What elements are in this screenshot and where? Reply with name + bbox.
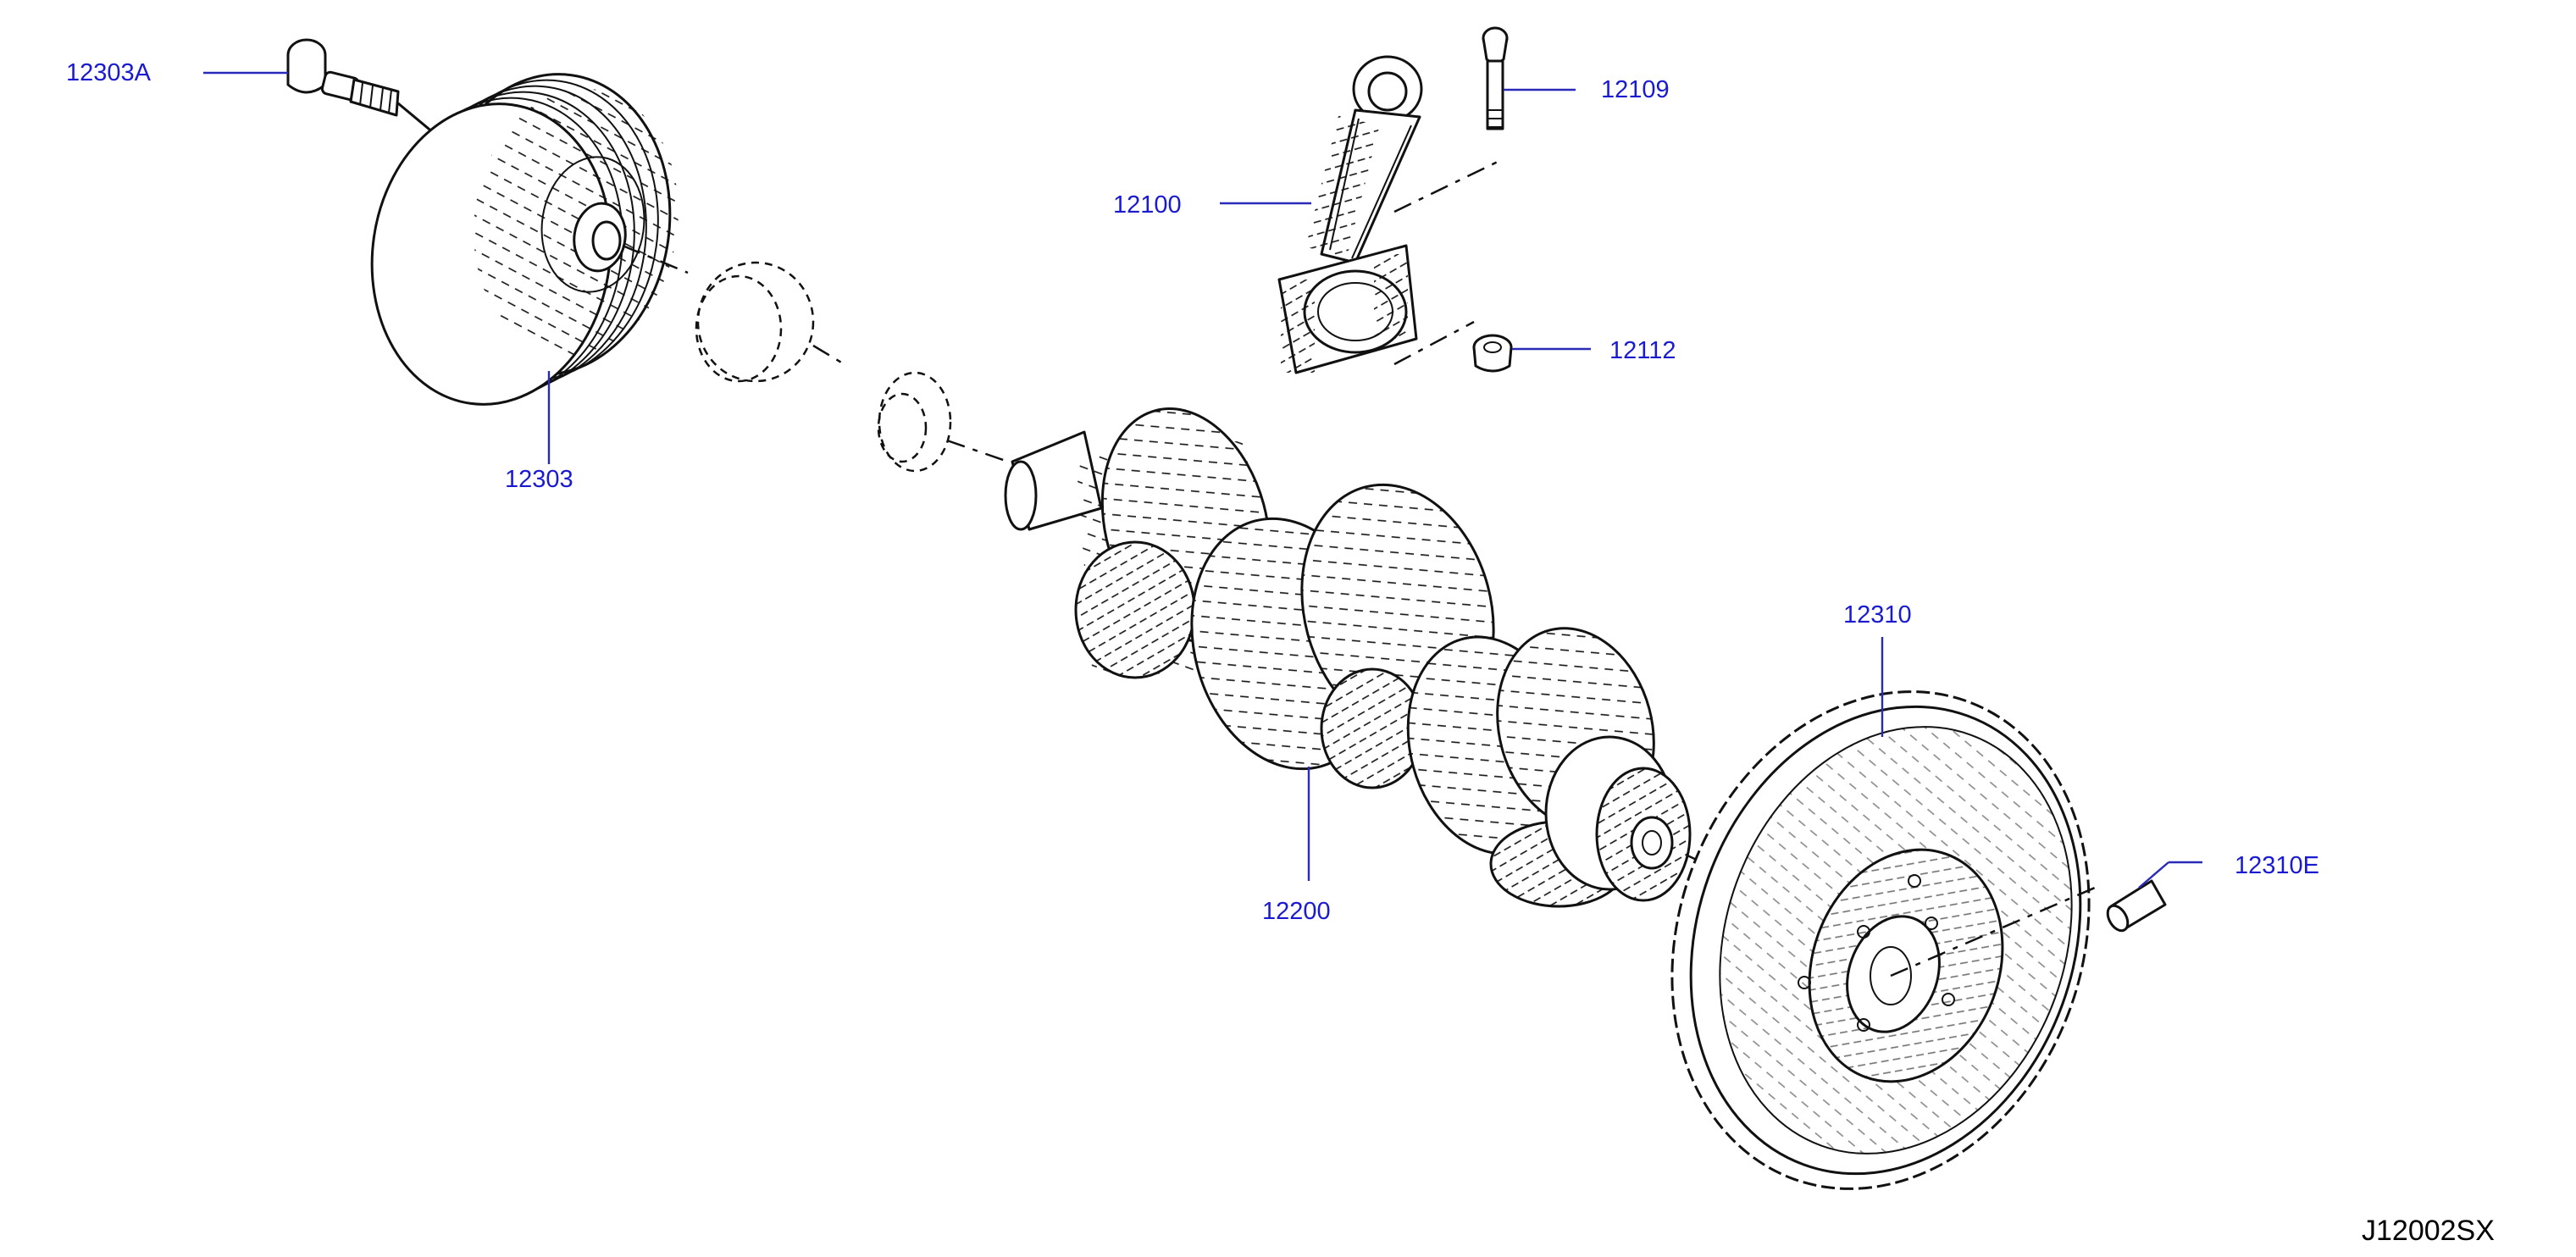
crankshaft-drawing [1004, 407, 1710, 908]
callout-leaders [203, 71, 2202, 889]
callout-12100: 12100 [1113, 191, 1182, 219]
flywheel-drawing [1670, 690, 2102, 1190]
conrod-bolt-drawing [1482, 26, 1509, 130]
callout-12112: 12112 [1609, 337, 1676, 364]
callout-12303: 12303 [505, 466, 573, 493]
callout-12200: 12200 [1262, 898, 1331, 925]
callout-12310: 12310 [1843, 601, 1912, 628]
callout-12109: 12109 [1601, 76, 1670, 103]
callout-12303a: 12303A [66, 59, 151, 86]
pulley-bolt-drawing [286, 38, 451, 147]
figure-id: J12002SX [2362, 1215, 2495, 1247]
callout-12310e: 12310E [2235, 852, 2319, 879]
crank-pulley-drawing [370, 73, 689, 406]
pilot-bushing-drawing [2106, 879, 2167, 933]
sprocket-ghost [695, 261, 1009, 473]
connecting-rod-drawing [1277, 55, 1500, 374]
conrod-nut-drawing [1472, 334, 1513, 373]
